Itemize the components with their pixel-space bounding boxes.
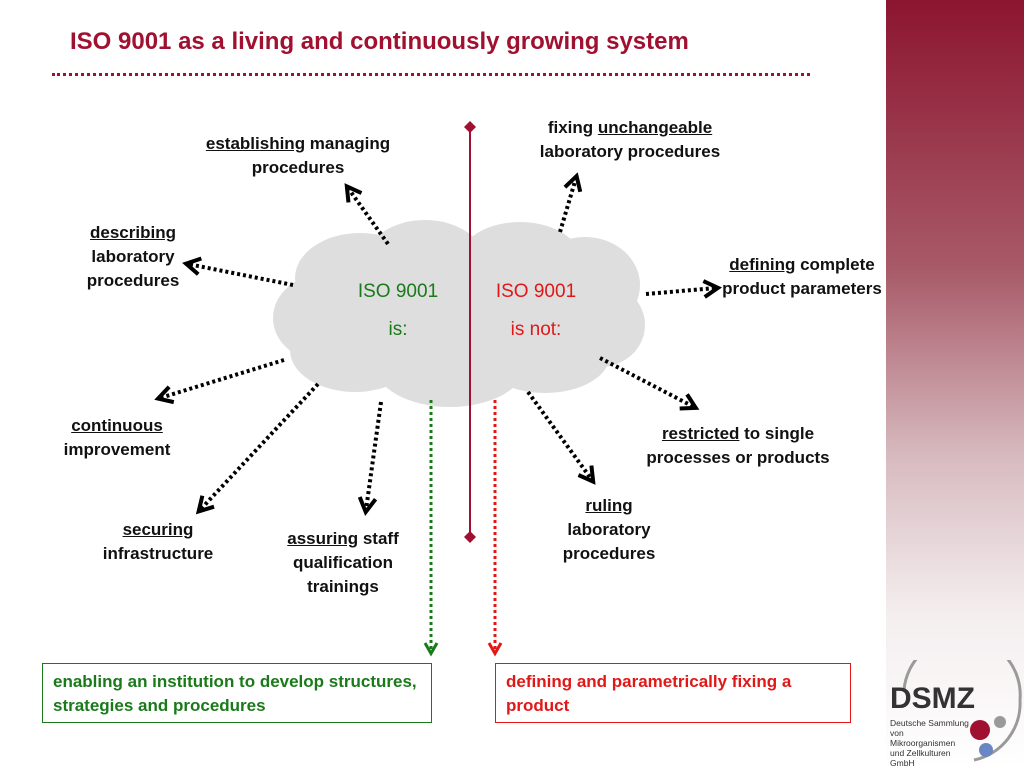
is-subheading: is: (388, 319, 408, 340)
label-describing-rest: laboratory procedures (86, 247, 180, 290)
label-establishing: establishing managing procedures (183, 132, 413, 180)
label-describing-emph: describing (90, 223, 176, 242)
label-continuous-emph: continuous (71, 416, 163, 435)
arrow-defining (645, 279, 723, 299)
label-defining-rest: complete product parameters (722, 255, 882, 298)
is-not-heading: ISO 9001 (495, 281, 577, 302)
dsmz-logo: DSMZ Deutsche Sammlung von Mikroorganism… (884, 660, 1024, 768)
label-continuous-rest: improvement (63, 440, 171, 459)
label-securing: securing infrastructure (88, 518, 228, 566)
label-ruling-emph: ruling (585, 496, 633, 515)
label-establishing-emph: establishing (205, 134, 306, 153)
label-assuring: assuring staff qualification trainings (272, 527, 414, 599)
arrow-continuous (154, 358, 285, 405)
cloud-shape (273, 220, 645, 407)
is-label: ISO 9001 is: (338, 273, 458, 349)
is-not-summary-box: defining and parametrically fixing a pro… (495, 663, 851, 723)
label-ruling-rest: laboratory procedures (562, 520, 656, 563)
label-fixing: fixing unchangeable laboratory procedure… (515, 116, 745, 164)
label-assuring-emph: assuring (287, 529, 359, 548)
label-securing-rest: infrastructure (102, 544, 214, 563)
logo-dot-blue (979, 743, 993, 757)
is-not-subheading: is not: (510, 319, 562, 340)
arrow-restricted (599, 356, 700, 411)
label-defining-emph: defining (729, 255, 796, 274)
label-defining: defining complete product parameters (712, 253, 892, 301)
label-fixing-emph: unchangeable (597, 118, 713, 137)
center-divider (464, 121, 476, 543)
is-heading: ISO 9001 (357, 281, 439, 302)
arrow-ruling (526, 390, 596, 485)
logo-name: DSMZ (890, 682, 975, 715)
label-restricted-rest: to single processes or products (646, 424, 830, 467)
is-summary-box: enabling an institution to develop struc… (42, 663, 432, 723)
label-ruling: ruling laboratory procedures (548, 494, 670, 566)
logo-subtitle: Deutsche Sammlung von Mikroorganismen un… (890, 718, 969, 768)
title-divider (52, 73, 810, 76)
sidebar-gradient (886, 0, 1024, 768)
label-fixing-rest: laboratory procedures (539, 142, 721, 161)
logo-arc-icon (902, 660, 1022, 762)
page-title: ISO 9001 as a living and continuously gr… (70, 28, 689, 55)
label-describing: describing laboratory procedures (73, 221, 193, 293)
label-establishing-rest: managing procedures (251, 134, 391, 177)
logo-dot-grey (994, 716, 1006, 728)
is-not-label: ISO 9001 is not: (476, 273, 596, 349)
label-restricted: restricted to single processes or produc… (642, 422, 834, 470)
arrow-securing (195, 382, 320, 515)
label-continuous: continuous improvement (50, 414, 184, 462)
arrow-assuring (357, 401, 383, 516)
label-fixing-pre: fixing (547, 118, 598, 137)
label-restricted-emph: restricted (661, 424, 740, 443)
label-securing-emph: securing (122, 520, 194, 539)
logo-dot-red (970, 720, 990, 740)
label-assuring-rest: staff qualification trainings (292, 529, 399, 596)
arrow-fixing (558, 172, 583, 233)
arrow-describing (182, 256, 294, 287)
